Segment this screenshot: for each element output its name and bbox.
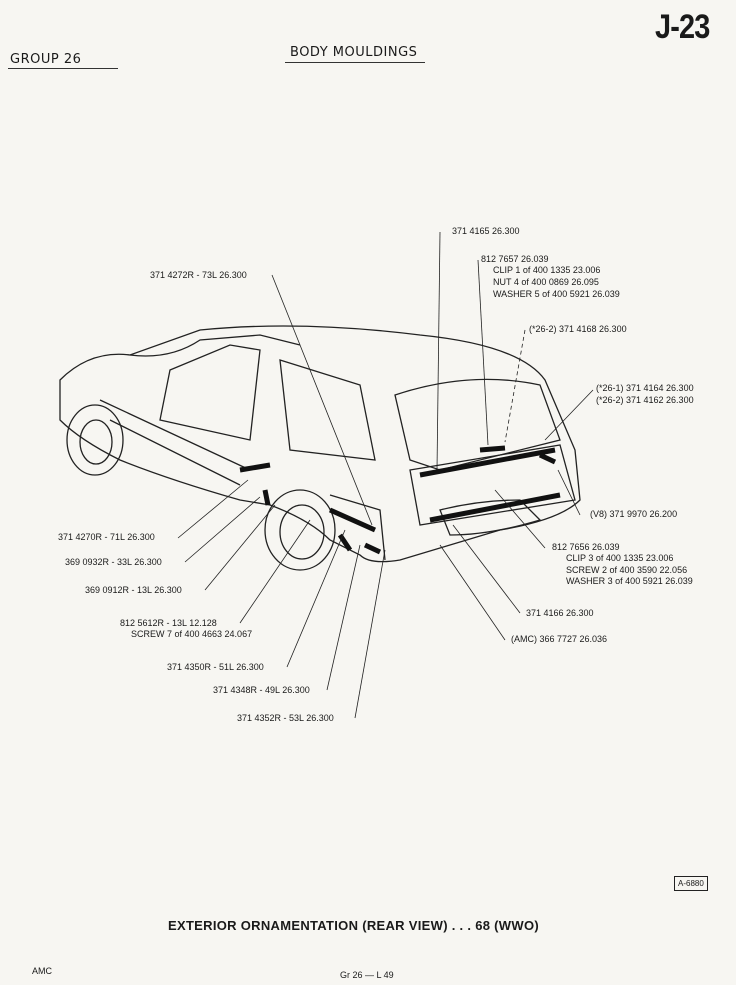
callout-812-7657: 812 7657 26.039 [481,254,549,264]
callout-366-7727: (AMC) 366 7727 26.036 [511,634,608,644]
leader-lines [177,231,594,719]
callout-371-4352: 371 4352R - 53L 26.300 [237,713,334,723]
footer-page: Gr 26 — L 49 [340,970,394,980]
callout-369-0912: 369 0912R - 13L 26.300 [85,585,182,595]
header-rule [285,62,425,63]
callout-371-9970: (V8) 371 9970 26.200 [590,509,678,519]
callout-812-5612-sub-0: SCREW 7 of 400 4663 24.067 [131,629,253,639]
callout-371-4164: (*26-1) 371 4164 26.300 [596,383,694,393]
callout-371-4165: 371 4165 26.300 [452,226,520,236]
car-body-outline [59,325,581,571]
callout-812-7657-sub-0: CLIP 1 of 400 1335 23.006 [493,265,601,275]
callout-812-7656: 812 7656 26.039 [552,542,620,552]
callout-371-4166: 371 4166 26.300 [526,608,594,618]
figure-caption: EXTERIOR ORNAMENTATION (REAR VIEW) . . .… [168,918,539,933]
callout-371-4272: 371 4272R - 73L 26.300 [150,270,247,280]
callout-812-7656-sub-2: WASHER 3 of 400 5921 26.039 [566,576,693,586]
callout-371-4162: (*26-2) 371 4162 26.300 [596,395,694,405]
callout-812-7656-sub-1: SCREW 2 of 400 3590 22.056 [566,565,688,575]
page-id: J-23 [655,8,710,46]
callout-812-7656-sub-0: CLIP 3 of 400 1335 23.006 [566,553,674,563]
section-title: BODY MOULDINGS [290,45,418,60]
moulding-highlights [239,445,561,555]
figure-number: A-6880 [674,876,708,891]
callout-812-7657-sub-2: WASHER 5 of 400 5921 26.039 [493,289,620,299]
callout-371-4270: 371 4270R - 71L 26.300 [58,532,155,542]
footer-left: AMC [32,966,52,976]
group-label: GROUP 26 [10,52,82,67]
callout-812-5612: 812 5612R - 13L 12.128 [120,618,217,628]
header-rule [8,68,118,69]
callout-371-4348: 371 4348R - 49L 26.300 [213,685,310,695]
callout-812-7657-sub-1: NUT 4 of 400 0869 26.095 [493,277,599,287]
callout-369-0932: 369 0932R - 33L 26.300 [65,557,162,567]
callout-371-4168: (*26-2) 371 4168 26.300 [529,324,627,334]
callout-371-4350: 371 4350R - 51L 26.300 [167,662,264,672]
